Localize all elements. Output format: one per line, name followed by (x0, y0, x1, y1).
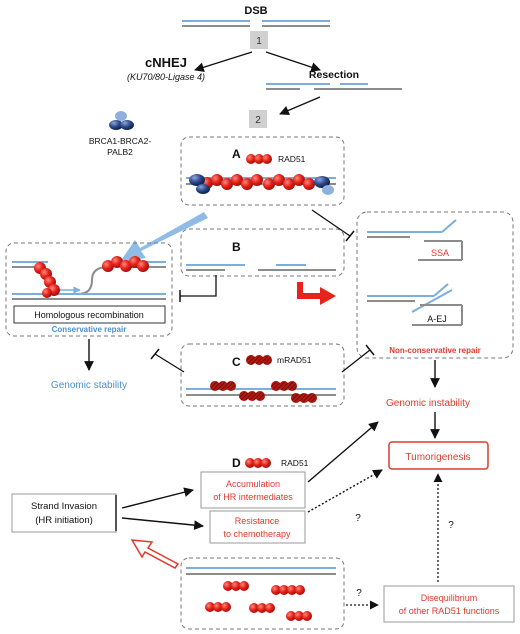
arrow-to-cnhej (194, 51, 253, 73)
dsb-dna (182, 20, 330, 27)
panel-d-letter: D (232, 456, 241, 470)
ssa-label: SSA (431, 248, 449, 258)
panel-c (180, 343, 345, 407)
question-mark-2: ? (356, 588, 362, 599)
tumorigenesis-box (388, 441, 489, 470)
resection-label: Resection (309, 69, 359, 81)
panel-b-letter: B (232, 240, 241, 254)
inhibit-c-to-ncr (341, 349, 371, 373)
panel-d-dna (186, 567, 336, 575)
step-2-badge: 2 (249, 110, 267, 128)
panel-b (180, 228, 345, 277)
question-mark-1: ? (355, 513, 361, 524)
accumulation-box (200, 471, 306, 509)
resected-dna (266, 83, 402, 90)
strand-invasion-line2: (HR initiation) (35, 515, 93, 526)
genomic-instability-label: Genomic instability (386, 398, 470, 409)
panel-d-rad51-icon (245, 458, 271, 468)
panel-a-letter: A (232, 147, 241, 161)
panel-b-dna (186, 264, 336, 271)
panel-c-mrad51 (210, 381, 317, 403)
ncr-panel (356, 211, 514, 359)
strand-invasion-box (11, 493, 117, 533)
accumulation-line1: Accumulation (226, 479, 280, 489)
hr-label: Homologous recombination (34, 310, 144, 320)
inhibit-c-to-hr (154, 353, 185, 373)
red-arrow-b-to-ncr (297, 282, 322, 299)
panel-d-free-rad51 (205, 581, 312, 621)
cnhej-title: cNHEJ (145, 55, 187, 70)
resistance-line1: Resistance (235, 516, 280, 526)
accumulation-line2: of HR intermediates (213, 492, 293, 502)
arrow-to-accumulation (121, 487, 194, 509)
aej-label: A-EJ (427, 314, 447, 324)
hr-filament (34, 256, 149, 298)
arrow-resistance-to-tumorigenesis (307, 469, 383, 513)
panel-a-brca (189, 174, 334, 195)
ncr-caption: Non-conservative repair (389, 346, 481, 355)
cnhej-subtitle: (KU70/80-Ligase 4) (127, 72, 205, 82)
panel-a-protein: RAD51 (278, 154, 306, 164)
inhibit-b-to-hr (180, 275, 217, 297)
genomic-stability-label: Genomic stability (51, 380, 127, 391)
strand-invasion-line1: Strand Invasion (31, 501, 97, 512)
tumorigenesis-label: Tumorigenesis (405, 452, 470, 463)
brca-complex-icon (109, 111, 134, 130)
hr-caption: Conservative repair (52, 325, 127, 334)
svg-text:1: 1 (256, 36, 262, 47)
resistance-line2: to chemotherapy (223, 529, 291, 539)
disequilibrium-box (383, 585, 515, 623)
panel-a-filament (201, 174, 315, 190)
panel-c-letter: C (232, 355, 241, 369)
panel-a (180, 136, 345, 206)
panel-c-protein: mRAD51 (277, 355, 312, 365)
brca-label-2: PALB2 (107, 147, 133, 157)
arrow-accumulation-to-instability (307, 421, 379, 483)
step-1-badge: 1 (250, 31, 268, 49)
brca-label-1: BRCA1-BRCA2- (89, 136, 152, 146)
dsb-label: DSB (244, 5, 267, 17)
arrow-to-resection (265, 51, 321, 72)
disequilibrium-line2: of other RAD51 functions (399, 606, 500, 616)
panel-d-bottom (180, 557, 345, 630)
arrow-to-step2 (279, 96, 321, 116)
pathway-arrow-to-hr (120, 212, 208, 262)
svg-text:2: 2 (255, 115, 261, 126)
arrow-to-resistance (121, 517, 204, 531)
rad51-icon (246, 154, 272, 164)
red-outline-arrow (130, 539, 180, 569)
inhibit-a-to-ncr (311, 209, 351, 237)
question-mark-3: ? (448, 520, 454, 531)
hr-label-box (13, 305, 166, 324)
resistance-box (209, 510, 306, 544)
ncr-ssa-dna (367, 219, 463, 261)
panel-d-protein: RAD51 (281, 458, 309, 468)
ncr-aej-dna (367, 283, 463, 326)
disequilibrium-line1: Disequilibrium (421, 593, 478, 603)
mrad51-icon (246, 355, 272, 365)
